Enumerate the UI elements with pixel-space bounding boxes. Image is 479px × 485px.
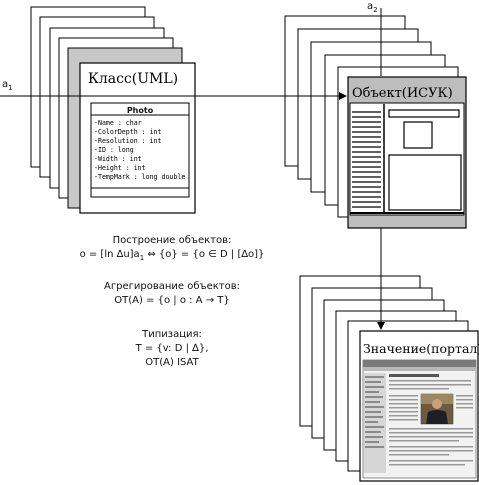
object-form-lines bbox=[352, 111, 381, 208]
uml-class-name: Photo bbox=[127, 106, 154, 115]
connectors bbox=[0, 8, 385, 330]
typing-formula-2: OT(A) ISAT bbox=[145, 357, 199, 368]
uml-attribute: -Width : int bbox=[94, 155, 142, 163]
uml-attribute: -ID : long bbox=[94, 146, 134, 154]
object-stack: Объект(ИСУК) bbox=[284, 15, 467, 229]
uml-attribute: -Name : char bbox=[94, 119, 142, 127]
aggregate-formula: OT(A) = {o | o : A → T} bbox=[114, 295, 229, 306]
value-heading: Значение(портал) bbox=[363, 341, 479, 356]
label-a1: a1 bbox=[2, 79, 13, 92]
construct-title: Построение объектов: bbox=[113, 235, 232, 246]
typing-formula: T = {v: D | ∆}, bbox=[135, 343, 209, 354]
uml-attribute: -ColorDepth : int bbox=[94, 128, 162, 136]
uml-attribute: -Resolution : int bbox=[94, 137, 162, 145]
typing-title: Типизация: bbox=[141, 329, 202, 340]
portal-screenshot bbox=[362, 359, 477, 479]
uml-attribute: -Height : int bbox=[94, 164, 146, 172]
aggregate-title: Агрегирование объектов: bbox=[104, 281, 240, 292]
object-form-textarea bbox=[388, 154, 462, 211]
uml-stack: Класс(UML) Photo -Name : char -ColorDept… bbox=[30, 6, 196, 214]
uml-class-box bbox=[90, 102, 190, 198]
object-form-field bbox=[388, 109, 460, 118]
construct-formula: o = [ln ∆u]a1 ⇔ {o} = {o ∈ D | [∆o]} bbox=[80, 249, 265, 262]
label-a2: a2 bbox=[367, 1, 378, 14]
uml-attribute: -TempMark : long double bbox=[94, 173, 185, 181]
object-heading: Объект(ИСУК) bbox=[352, 86, 453, 101]
object-form-image bbox=[403, 121, 433, 149]
value-stack: Значение(портал) bbox=[299, 275, 479, 482]
uml-heading: Класс(UML) bbox=[88, 71, 178, 87]
formula-block: Построение объектов: o = [ln ∆u]a1 ⇔ {o}… bbox=[80, 235, 265, 368]
